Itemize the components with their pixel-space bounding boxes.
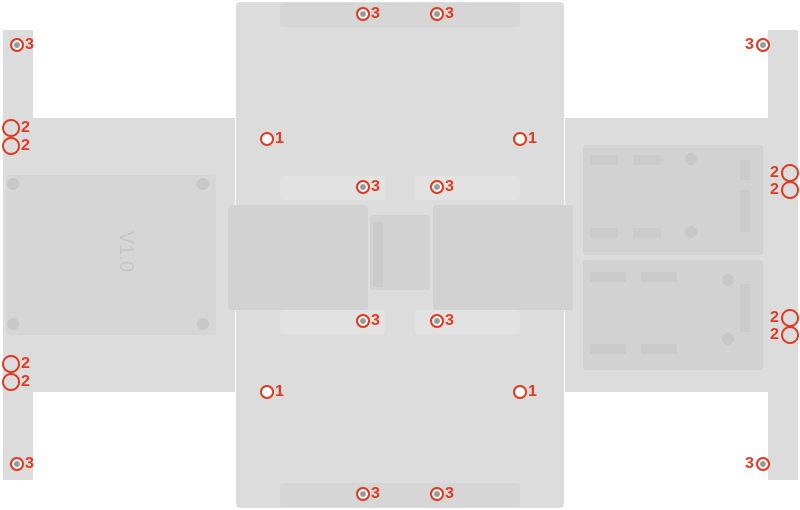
screw-marker-label: 3 [371, 5, 380, 22]
version-label: V1.0 [115, 230, 138, 273]
screw-marker-type-2-icon [781, 326, 799, 344]
screw-marker-label: 3 [371, 485, 380, 502]
screw-marker-type-2-icon [2, 355, 20, 373]
screw-marker-type-3-icon [356, 7, 370, 21]
slot [633, 228, 661, 238]
screw-marker-label: 1 [528, 130, 537, 147]
top-rib [280, 3, 520, 27]
screw-marker-label: 1 [528, 383, 537, 400]
slot [590, 228, 618, 238]
screw-marker-type-1-icon [260, 132, 274, 146]
mount-hole [7, 178, 19, 190]
slot [641, 344, 677, 354]
slot [590, 272, 626, 282]
screw-marker-type-2-icon [2, 119, 20, 137]
screw-marker-type-1-icon [260, 385, 274, 399]
screw-marker-label: 2 [21, 373, 30, 390]
screw-marker-label: 2 [21, 137, 30, 154]
screw-marker-label: 2 [770, 164, 779, 181]
screw-marker-label: 3 [445, 5, 454, 22]
screw-marker-type-3-icon [430, 487, 444, 501]
screw-marker-type-3-icon [756, 38, 770, 52]
screw-marker-type-3-icon [10, 457, 24, 471]
screw-marker-type-3-icon [430, 180, 444, 194]
screw-marker-type-3-icon [356, 314, 370, 328]
screw-marker-label: 3 [445, 312, 454, 329]
slot [740, 190, 750, 232]
slot [590, 155, 618, 165]
slot [590, 344, 626, 354]
screw-marker-label: 1 [275, 130, 284, 147]
slot [740, 160, 750, 180]
screw-marker-type-3-icon [430, 314, 444, 328]
screw-marker-type-3-icon [10, 38, 24, 52]
center-left-pocket [228, 205, 368, 310]
center-right-pocket [433, 205, 573, 310]
mount-hole [722, 274, 734, 286]
screw-marker-label: 3 [371, 178, 380, 195]
screw-marker-label: 3 [445, 485, 454, 502]
mount-hole [7, 318, 19, 330]
slot [740, 284, 750, 332]
mount-hole [197, 318, 209, 330]
left-pocket [6, 175, 216, 335]
screw-marker-type-3-icon [430, 7, 444, 21]
mount-hole [722, 333, 734, 345]
slot [373, 222, 383, 287]
screw-marker-label: 2 [770, 309, 779, 326]
screw-marker-type-2-icon [781, 181, 799, 199]
screw-marker-label: 2 [21, 119, 30, 136]
screw-marker-type-2-icon [2, 373, 20, 391]
screw-marker-label: 3 [445, 178, 454, 195]
screw-marker-type-3-icon [356, 180, 370, 194]
screw-marker-label: 2 [770, 181, 779, 198]
screw-marker-label: 3 [371, 312, 380, 329]
screw-marker-type-2-icon [781, 309, 799, 327]
mount-hole [197, 178, 209, 190]
screw-marker-type-1-icon [513, 385, 527, 399]
screw-marker-label: 2 [770, 326, 779, 343]
screw-marker-type-3-icon [756, 457, 770, 471]
screw-marker-type-1-icon [513, 132, 527, 146]
mount-hole [685, 153, 697, 165]
bottom-rib [280, 483, 520, 507]
screw-marker-type-2-icon [2, 137, 20, 155]
slot [641, 272, 677, 282]
slot [633, 155, 661, 165]
mount-hole [685, 226, 697, 238]
screw-marker-label: 2 [21, 355, 30, 372]
screw-marker-label: 3 [25, 36, 34, 53]
screw-marker-label: 3 [745, 36, 754, 53]
screw-marker-label: 1 [275, 383, 284, 400]
screw-marker-label: 3 [25, 455, 34, 472]
screw-marker-type-3-icon [356, 487, 370, 501]
screw-marker-label: 3 [745, 455, 754, 472]
screw-marker-type-2-icon [781, 164, 799, 182]
